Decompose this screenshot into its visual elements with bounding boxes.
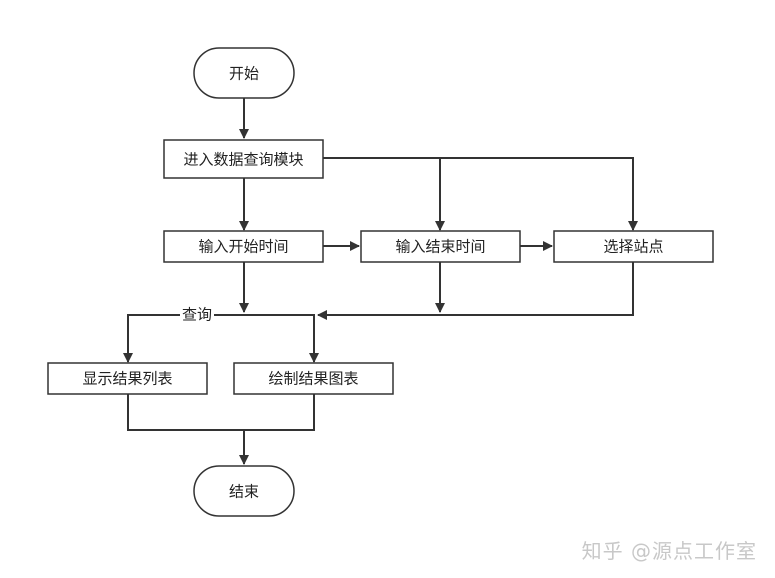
show-result-list-label: 显示结果列表: [82, 370, 172, 388]
input-end-time-label: 输入结束时间: [395, 238, 485, 256]
node-start: 开始: [193, 47, 295, 99]
node-enter-module: 进入数据查询模块: [163, 139, 324, 179]
node-end: 结束: [193, 465, 295, 517]
enter-module-label: 进入数据查询模块: [183, 151, 303, 169]
node-input-end-time: 输入结束时间: [360, 230, 521, 263]
edge-enter-module-to-input-end: [323, 157, 445, 231]
node-input-start-time: 输入开始时间: [163, 230, 324, 263]
enter-module-box: [163, 139, 324, 179]
draw-result-chart-label: 绘制结果图表: [268, 370, 358, 388]
query-edge-label: 查询: [182, 306, 212, 324]
edge-show-list-merge: [127, 394, 315, 431]
node-select-station: 选择站点: [553, 230, 714, 263]
edge-query-to-draw-chart: [244, 314, 319, 363]
node-draw-result-chart: 绘制结果图表: [233, 362, 394, 395]
draw-result-chart-box: [233, 362, 394, 395]
end-label: 结束: [229, 483, 259, 501]
input-start-time-box: [163, 230, 324, 263]
select-station-label: 选择站点: [603, 238, 663, 256]
input-end-time-box: [360, 230, 521, 263]
edge-query-to-show-list: [123, 314, 180, 363]
edge-select-station-to-query: [317, 262, 634, 320]
input-start-time-label: 输入开始时间: [198, 238, 288, 256]
start-terminal-shape: [193, 47, 295, 99]
select-station-box: [553, 230, 714, 263]
show-result-list-box: [47, 362, 208, 395]
edges: [123, 98, 638, 465]
end-terminal-shape: [193, 465, 295, 517]
node-show-result-list: 显示结果列表: [47, 362, 208, 395]
edge-enter-module-to-select-station: [440, 157, 638, 231]
start-label: 开始: [229, 65, 259, 83]
watermark-text: 知乎 @源点工作室: [581, 539, 757, 563]
